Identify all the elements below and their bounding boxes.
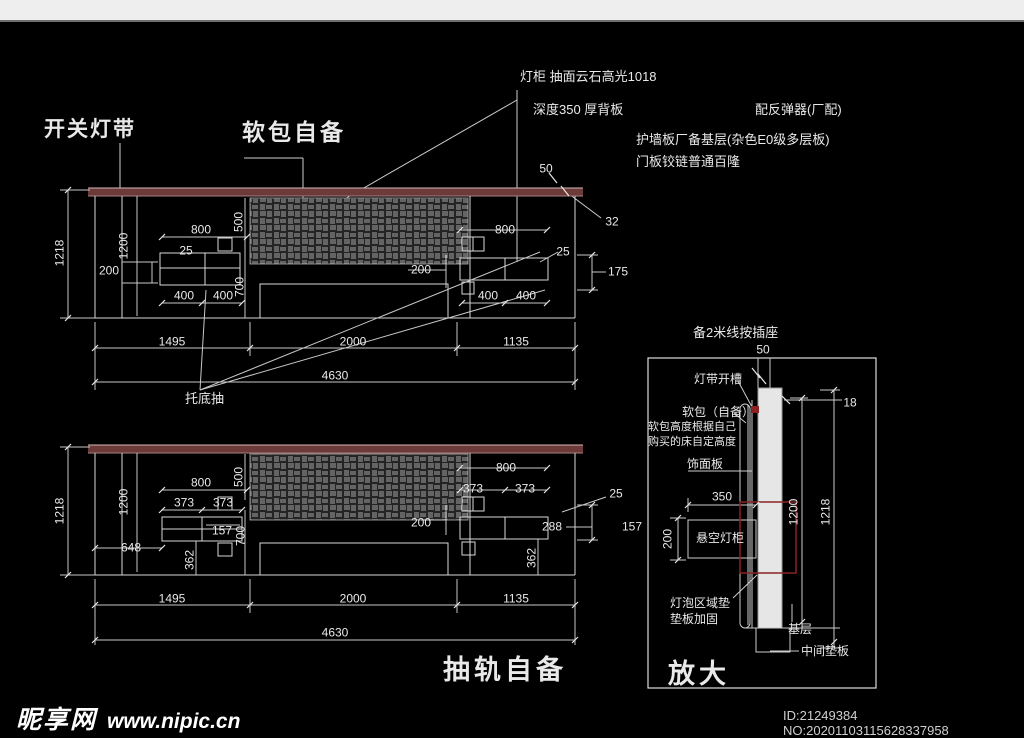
page-top-strip — [0, 0, 1024, 22]
dim-upper-left-400b: 400 — [212, 288, 234, 303]
dim-upper-left-200: 200 — [98, 263, 120, 278]
detail-note-soft-pad-1: 软包高度根据自己 — [648, 421, 736, 433]
annotation-leader-lines — [119, 90, 602, 262]
light-strip-groove-mark — [751, 406, 759, 413]
note-wall-panel: 护墙板厂备基层(杂色E0级多层板) — [636, 132, 830, 147]
dim-lower-right-362: 362 — [524, 547, 539, 569]
dim-upper-left-1200: 1200 — [116, 232, 131, 260]
dim-lower-left-700: 700 — [233, 525, 248, 547]
label-soft-pad: 软包自备 — [242, 119, 346, 145]
dim-upper-width-4630: 4630 — [321, 368, 349, 383]
upper-elevation — [60, 172, 606, 391]
detail-title: 备2米线按插座 — [693, 325, 779, 340]
dim-upper-left-700: 700 — [232, 276, 247, 298]
detail-label-bulb-area-2: 垫板加固 — [670, 612, 719, 626]
dim-upper-top-32: 32 — [605, 214, 619, 229]
dim-upper-left-800: 800 — [190, 222, 212, 237]
detail-label-floating-cabinet: 悬空灯柜 — [696, 531, 745, 545]
dim-upper-right-200: 200 — [410, 262, 432, 277]
detail-label-soft-pad: 软包（自备） — [682, 405, 755, 419]
detail-note-soft-pad-2: 购买的床自定高度 — [648, 436, 736, 448]
dim-upper-top-50: 50 — [539, 161, 553, 176]
dimension-ticks-detail — [674, 367, 838, 646]
label-drawer-rail: 抽轨自备 — [443, 655, 567, 685]
label-switch-light-strip: 开关灯带 — [44, 118, 136, 141]
dim-lower-left-648: 648 — [120, 540, 142, 555]
detail-section-view — [647, 357, 877, 689]
dim-lower-right-200: 200 — [410, 515, 432, 530]
detail-label-veneer: 饰面板 — [687, 457, 724, 471]
detail-dim-200: 200 — [660, 528, 675, 550]
watermark: 昵享网 www.nipic.cn — [16, 700, 240, 736]
watermark-site-name: 昵享网 — [16, 706, 98, 734]
dim-lower-left-373b: 373 — [212, 495, 234, 510]
dim-lower-width-1495: 1495 — [158, 591, 186, 606]
dim-lower-left-157: 157 — [211, 523, 233, 538]
dim-upper-width-2000: 2000 — [339, 334, 367, 349]
detail-dim-1218: 1218 — [818, 498, 833, 526]
dim-upper-width-1495: 1495 — [158, 334, 186, 349]
floating-cabinet-red-outline — [739, 501, 797, 574]
note-door-hinge: 门板铰链普通百隆 — [636, 154, 741, 169]
note-depth: 深度350 厚背板 — [533, 102, 624, 117]
dim-upper-left-500: 500 — [231, 211, 246, 233]
detail-dim-18: 18 — [843, 395, 857, 410]
detail-label-base-layer: 基层 — [788, 622, 813, 636]
dim-upper-right-25: 25 — [556, 244, 570, 259]
label-bottom-drawer: 托底抽 — [185, 391, 225, 406]
dim-lower-width-1135: 1135 — [503, 591, 529, 606]
dim-lower-width-4630: 4630 — [321, 625, 349, 640]
dim-lower-right-25: 25 — [609, 486, 623, 501]
dim-upper-width-1135: 1135 — [503, 334, 529, 349]
detail-label-middle-board: 中间垫板 — [801, 644, 850, 658]
dim-lower-right-373b: 373 — [514, 481, 536, 496]
detail-label-bulb-area-1: 灯泡区域垫 — [670, 596, 731, 610]
dim-lower-height-total: 1218 — [52, 497, 67, 525]
watermark-site-url: www.nipic.cn — [107, 710, 241, 733]
note-lamp-cabinet: 灯柜 抽面云石高光1018 — [520, 69, 657, 84]
dim-lower-right-288: 288 — [541, 519, 563, 534]
dim-lower-width-2000: 2000 — [339, 591, 367, 606]
image-id-text: ID:21249384 NO:20201103115628337958 — [783, 708, 949, 738]
dim-upper-right-400b: 400 — [515, 288, 537, 303]
lower-elevation — [60, 443, 607, 645]
dim-lower-right-157: 157 — [621, 519, 643, 534]
dim-lower-left-800: 800 — [190, 475, 212, 490]
detail-dim-350: 350 — [711, 489, 733, 504]
dim-lower-right-800: 800 — [495, 460, 517, 475]
detail-dim-1200: 1200 — [786, 498, 801, 526]
dim-lower-right-373a: 373 — [462, 481, 484, 496]
dim-lower-left-373a: 373 — [173, 495, 195, 510]
dim-upper-right-400a: 400 — [477, 288, 499, 303]
dimension-ticks-upper — [64, 172, 596, 386]
dim-upper-left-400a: 400 — [173, 288, 195, 303]
detail-label-strip-groove: 灯带开槽 — [694, 372, 743, 386]
dim-lower-left-1200: 1200 — [116, 488, 131, 516]
dimension-ticks-lower — [64, 443, 596, 644]
dim-upper-right-175: 175 — [607, 264, 629, 279]
detail-label-zoom: 放大 — [668, 659, 730, 689]
dim-upper-height-total: 1218 — [52, 239, 67, 267]
dim-upper-right-800: 800 — [494, 222, 516, 237]
note-rebound-device: 配反弹器(厂配) — [755, 102, 842, 117]
dim-lower-left-500: 500 — [231, 466, 246, 488]
detail-dim-50: 50 — [756, 342, 770, 357]
dim-lower-left-362: 362 — [182, 549, 197, 571]
dim-upper-left-25: 25 — [179, 243, 193, 258]
